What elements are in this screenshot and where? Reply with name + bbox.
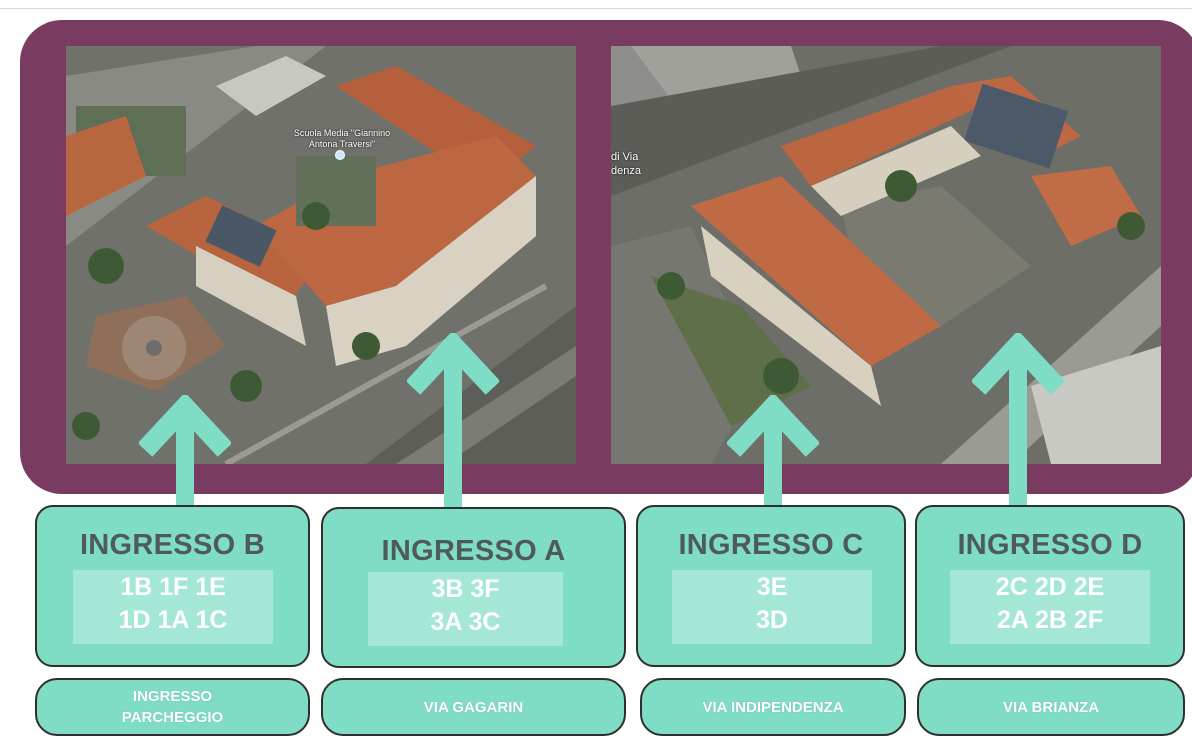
class-list: 2C 2D 2E 2A 2B 2F <box>950 570 1150 644</box>
arrow-up-icon <box>972 333 1064 509</box>
street-label: VIA BRIANZA <box>1002 698 1100 716</box>
arrow-up-icon <box>139 395 231 507</box>
class-list-line: 3A 3C <box>430 608 501 636</box>
aerial-photo-left-drawing <box>66 46 576 464</box>
entrance-title: INGRESSO B <box>79 529 266 561</box>
school-name-label: Scuola Media "Giannino Antona Traversi" <box>293 128 391 149</box>
entrance-card-a: INGRESSO A 3B 3F 3A 3C <box>321 507 626 668</box>
entrance-card-c: INGRESSO C 3E 3D <box>636 505 906 667</box>
entrance-card-b: INGRESSO B 1B 1F 1E 1D 1A 1C <box>35 505 310 667</box>
street-pill-parcheggio: INGRESSO PARCHEGGIO <box>35 678 310 736</box>
top-divider <box>0 8 1192 9</box>
class-list: 1B 1F 1E 1D 1A 1C <box>73 570 273 644</box>
street-label: VIA GAGARIN <box>423 698 524 716</box>
class-list-line: 1B 1F 1E <box>120 573 226 601</box>
aerial-photo-left: Scuola Media "Giannino Antona Traversi" <box>66 46 576 464</box>
class-list-line: 1D 1A 1C <box>118 606 228 634</box>
class-list-line: 3D <box>756 606 788 634</box>
aerial-photo-right: di Via denza <box>611 46 1161 464</box>
aerial-photo-right-drawing <box>611 46 1161 464</box>
arrow-up-icon <box>407 333 499 509</box>
street-pill-indipendenza: VIA INDIPENDENZA <box>640 678 906 736</box>
street-label: di Via denza <box>611 151 641 177</box>
class-list: 3E 3D <box>672 570 872 644</box>
street-pill-brianza: VIA BRIANZA <box>917 678 1185 736</box>
entrance-card-d: INGRESSO D 2C 2D 2E 2A 2B 2F <box>915 505 1185 667</box>
class-list-line: 3B 3F <box>431 575 500 603</box>
street-label: VIA INDIPENDENZA <box>702 698 844 716</box>
class-list: 3B 3F 3A 3C <box>368 572 563 646</box>
entrance-title: INGRESSO C <box>678 529 864 561</box>
map-pin-icon <box>335 150 345 160</box>
street-label: INGRESSO PARCHEGGIO <box>121 688 224 726</box>
entrance-title: INGRESSO D <box>957 529 1143 561</box>
class-list-line: 2C 2D 2E <box>995 573 1105 601</box>
class-list-line: 3E <box>756 573 788 601</box>
arrow-up-icon <box>727 395 819 507</box>
class-list-line: 2A 2B 2F <box>996 606 1104 634</box>
street-pill-gagarin: VIA GAGARIN <box>321 678 626 736</box>
entrance-title: INGRESSO A <box>381 535 566 567</box>
